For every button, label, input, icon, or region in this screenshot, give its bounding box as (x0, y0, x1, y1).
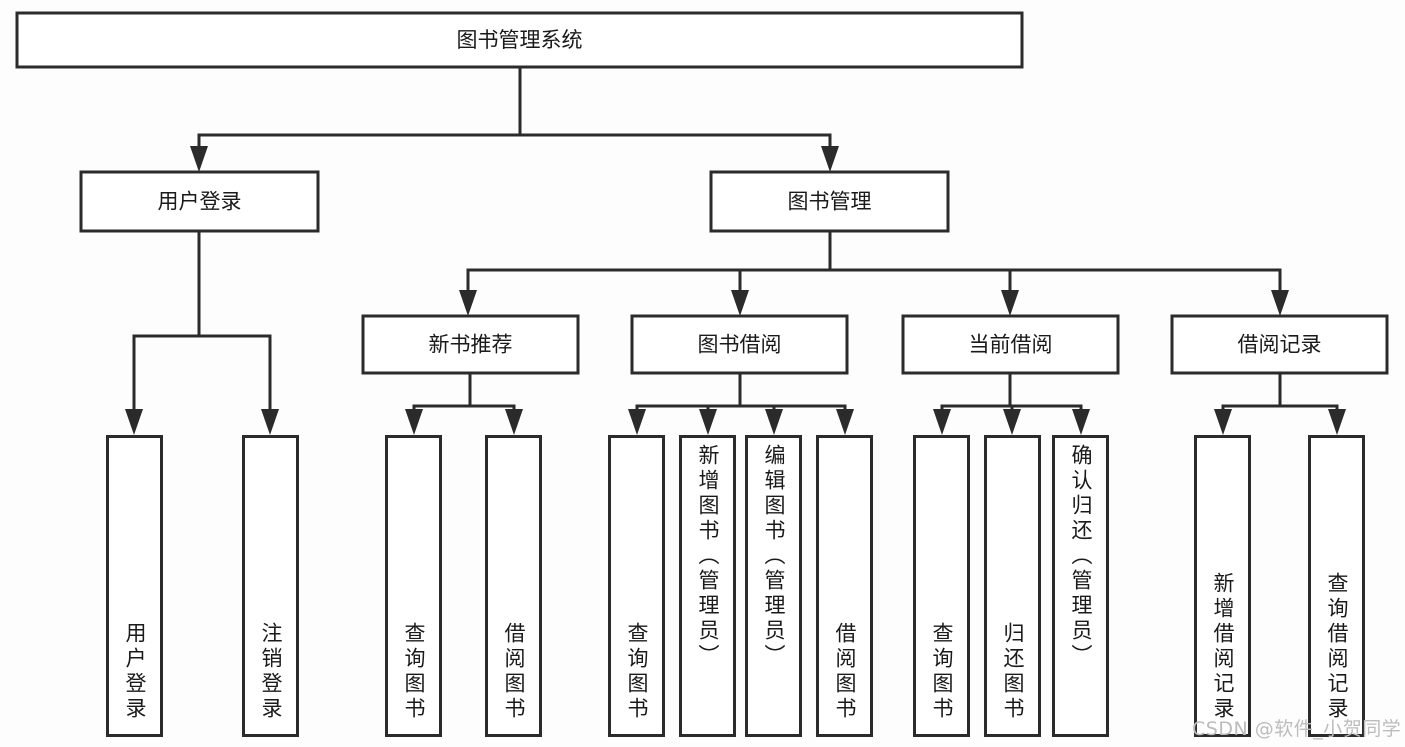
leaf-node-leaf-edit-book[interactable]: 编辑图书（管理员） (745, 435, 802, 737)
leaf-label-leaf-query-book-current: 查询图书 (930, 622, 954, 722)
arrow-head-icon (1072, 409, 1090, 435)
arrow-head-icon (699, 409, 717, 435)
leaf-label-leaf-query-record: 查询借阅记录 (1325, 572, 1349, 722)
arrow-head-icon (1328, 409, 1346, 435)
node-label-borrow-record: 借阅记录 (1238, 333, 1322, 357)
leaf-node-leaf-borrow-book[interactable]: 借阅图书 (816, 435, 873, 737)
leaf-label-leaf-edit-book: 编辑图书（管理员） (762, 444, 786, 669)
leaf-label-leaf-confirm-return: 确认归还（管理员） (1069, 444, 1093, 669)
node-box-borrow-record[interactable] (1170, 314, 1389, 375)
leaf-label-leaf-query-book-borrow: 查询图书 (625, 622, 649, 722)
arrow-head-icon (933, 409, 951, 435)
arrow-head-icon (459, 290, 477, 316)
node-box-book-borrow[interactable] (630, 314, 849, 375)
arrow-head-icon (125, 409, 143, 435)
arrow-head-icon (1214, 409, 1232, 435)
node-box-new-book-rec[interactable] (361, 314, 580, 375)
leaf-label-leaf-borrow-book-rec: 借阅图书 (502, 622, 526, 722)
edges-layer (125, 65, 1346, 435)
arrow-head-icon (731, 290, 749, 316)
leaf-node-leaf-confirm-return[interactable]: 确认归还（管理员） (1052, 435, 1109, 737)
node-label-book-manage: 图书管理 (788, 190, 872, 214)
node-box-root[interactable] (15, 11, 1024, 69)
leaf-label-leaf-return-book: 归还图书 (1001, 622, 1025, 722)
arrow-head-icon (405, 409, 423, 435)
arrow-head-icon (628, 409, 646, 435)
leaf-node-leaf-return-book[interactable]: 归还图书 (984, 435, 1041, 737)
arrow-head-icon (190, 146, 208, 172)
node-box-book-manage[interactable] (709, 170, 950, 233)
leaf-node-leaf-borrow-book-rec[interactable]: 借阅图书 (485, 435, 542, 737)
leaf-node-leaf-query-book-borrow[interactable]: 查询图书 (608, 435, 665, 737)
leaf-node-leaf-user-login[interactable]: 用户登录 (106, 435, 163, 737)
node-box-user-login[interactable] (79, 170, 320, 233)
leaf-label-leaf-query-book-rec: 查询图书 (402, 622, 426, 722)
leaf-node-leaf-logout[interactable]: 注销登录 (242, 435, 299, 737)
node-label-root: 图书管理系统 (457, 28, 583, 52)
arrow-head-icon (765, 409, 783, 435)
leaf-node-leaf-query-book-rec[interactable]: 查询图书 (385, 435, 442, 737)
arrow-head-icon (1003, 409, 1021, 435)
arrow-head-icon (821, 146, 839, 172)
node-box-current-borrow[interactable] (901, 314, 1120, 375)
leaf-node-leaf-add-record[interactable]: 新增借阅记录 (1194, 435, 1251, 737)
leaf-label-leaf-logout: 注销登录 (259, 622, 283, 722)
leaf-node-leaf-add-book[interactable]: 新增图书（管理员） (679, 435, 736, 737)
node-label-book-borrow: 图书借阅 (698, 333, 782, 357)
leaf-node-leaf-query-book-current[interactable]: 查询图书 (913, 435, 970, 737)
leaf-label-leaf-add-record: 新增借阅记录 (1211, 572, 1235, 722)
node-label-new-book-rec: 新书推荐 (429, 333, 513, 357)
leaf-node-leaf-query-record[interactable]: 查询借阅记录 (1308, 435, 1365, 737)
node-label-user-login: 用户登录 (158, 190, 242, 214)
leaf-label-leaf-add-book: 新增图书（管理员） (696, 444, 720, 669)
arrow-head-icon (261, 409, 279, 435)
arrow-head-icon (505, 409, 523, 435)
csdn-watermark: CSDN @软件_小贺同学 (1192, 718, 1402, 740)
node-label-current-borrow: 当前借阅 (969, 333, 1053, 357)
leaf-label-leaf-user-login: 用户登录 (123, 622, 147, 722)
arrow-head-icon (1001, 290, 1019, 316)
arrow-head-icon (1271, 290, 1289, 316)
leaf-label-leaf-borrow-book: 借阅图书 (833, 622, 857, 722)
arrow-head-icon (836, 409, 854, 435)
